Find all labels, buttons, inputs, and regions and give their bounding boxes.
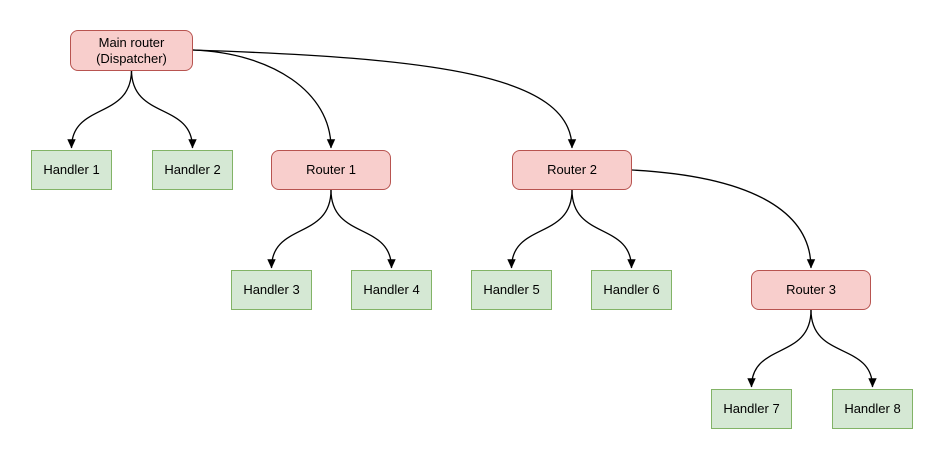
edge-router-1-to-handler-4: [330, 189, 396, 269]
edge-main-to-router-1: [192, 49, 336, 149]
node-handler-7: Handler 7: [711, 389, 792, 429]
node-handler-8-label: Handler 8: [844, 401, 901, 416]
node-router-1-label: Router 1: [306, 162, 356, 177]
node-handler-3: Handler 3: [231, 270, 312, 310]
node-handler-5: Handler 5: [471, 270, 552, 310]
node-handler-6: Handler 6: [591, 270, 672, 310]
node-main-router-label-line1: Main router: [98, 34, 165, 50]
edge-router-2-to-handler-5: [507, 189, 573, 269]
edge-main-to-router-2: [192, 49, 577, 149]
node-handler-6-label: Handler 6: [603, 282, 660, 297]
node-router-3: Router 3: [751, 270, 871, 310]
edge-router-3-to-handler-8: [810, 309, 877, 388]
node-router-3-label: Router 3: [786, 282, 836, 297]
node-handler-2: Handler 2: [152, 150, 233, 190]
node-handler-8: Handler 8: [832, 389, 913, 429]
edge-main-to-handler-1: [67, 69, 133, 149]
node-router-2: Router 2: [512, 150, 632, 190]
node-handler-2-label: Handler 2: [164, 162, 221, 177]
node-handler-1-label: Handler 1: [43, 162, 100, 177]
node-handler-5-label: Handler 5: [483, 282, 540, 297]
edge-router-2-to-handler-6: [571, 189, 636, 269]
edge-main-to-handler-2: [130, 69, 197, 149]
node-router-2-label: Router 2: [547, 162, 597, 177]
node-handler-7-label: Handler 7: [723, 401, 780, 416]
node-main-router-label-line2: (Dispatcher): [96, 50, 167, 66]
node-handler-4-label: Handler 4: [363, 282, 420, 297]
edge-router-2-to-router-3: [631, 169, 816, 269]
edge-router-1-to-handler-3: [267, 189, 332, 269]
node-main-router: Main router (Dispatcher): [70, 30, 193, 71]
node-router-1: Router 1: [271, 150, 391, 190]
node-handler-4: Handler 4: [351, 270, 432, 310]
node-handler-3-label: Handler 3: [243, 282, 300, 297]
edge-router-3-to-handler-7: [747, 309, 812, 388]
node-handler-1: Handler 1: [31, 150, 112, 190]
